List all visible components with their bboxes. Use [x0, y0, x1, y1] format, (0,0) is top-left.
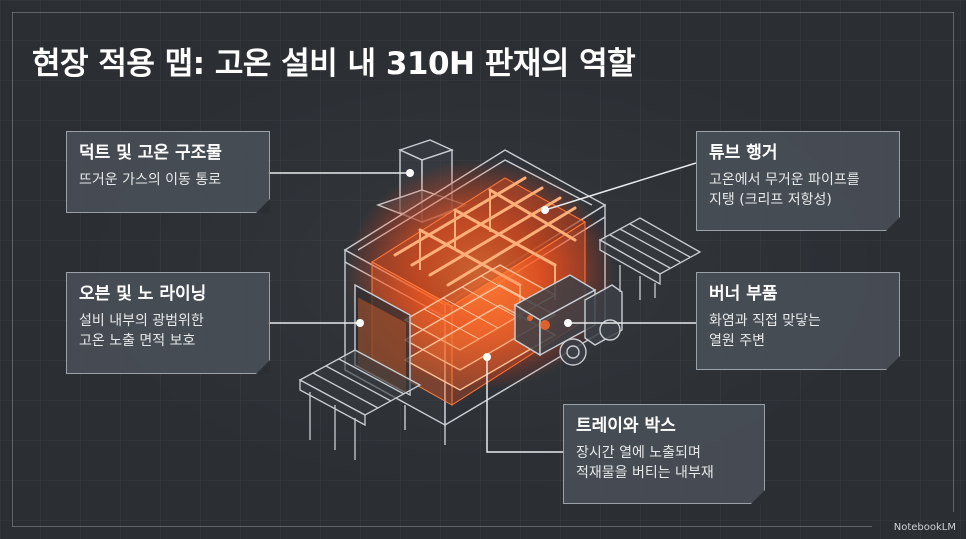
label-oven-title: 오븐 및 노 라이닝	[79, 284, 207, 304]
burner-assembly	[513, 274, 623, 366]
left-conveyor	[298, 349, 422, 460]
label-tube: 튜브 행거 고온에서 무거운 파이프를 지탱 (크리프 저항성)	[696, 131, 900, 231]
box-corner-notch	[256, 199, 270, 213]
label-tube-title: 튜브 행거	[709, 143, 778, 163]
label-duct: 덕트 및 고온 구조물 뜨거운 가스의 이동 통로	[66, 131, 270, 213]
box-corner-notch	[751, 490, 765, 504]
leader-dots	[356, 169, 572, 361]
label-oven-desc: 설비 내부의 광범위한 고온 노출 면적 보호	[79, 313, 204, 349]
furnace-legs	[404, 405, 446, 445]
box-corner-notch	[256, 360, 270, 374]
box-corner-notch	[886, 217, 900, 231]
label-tray-title: 트레이와 박스	[576, 416, 676, 436]
box-corner-notch	[886, 356, 900, 370]
label-burner-title: 버너 부품	[709, 284, 778, 304]
label-burner-desc: 화염과 직접 맞닿는 열원 주변	[709, 313, 821, 349]
notebooklm-watermark: NotebookLM	[893, 522, 956, 533]
label-tray-desc: 장시간 열에 노출되며 적재물을 버티는 내부재	[576, 445, 714, 481]
label-oven: 오븐 및 노 라이닝 설비 내부의 광범위한 고온 노출 면적 보호	[66, 272, 270, 374]
label-duct-title: 덕트 및 고온 구조물	[79, 143, 222, 163]
frame-left-line	[12, 12, 13, 527]
tube-hanger-rods	[393, 176, 577, 287]
page-title: 현장 적용 맵: 고온 설비 내 310H 판재의 역할	[32, 46, 636, 82]
label-tray: 트레이와 박스 장시간 열에 노출되며 적재물을 버티는 내부재	[563, 404, 765, 504]
frame-top-line	[12, 12, 954, 13]
label-burner: 버너 부품 화염과 직접 맞닿는 열원 주변	[696, 272, 900, 370]
right-conveyor	[598, 217, 702, 300]
label-tube-desc: 고온에서 무거운 파이프를 지탱 (크리프 저항성)	[709, 172, 860, 208]
leader-lines	[268, 162, 697, 453]
burner-glow	[527, 315, 550, 330]
label-duct-desc: 뜨거운 가스의 이동 통로	[79, 172, 222, 188]
frame-bottom-line	[12, 526, 872, 527]
frame-right-line	[953, 12, 954, 512]
